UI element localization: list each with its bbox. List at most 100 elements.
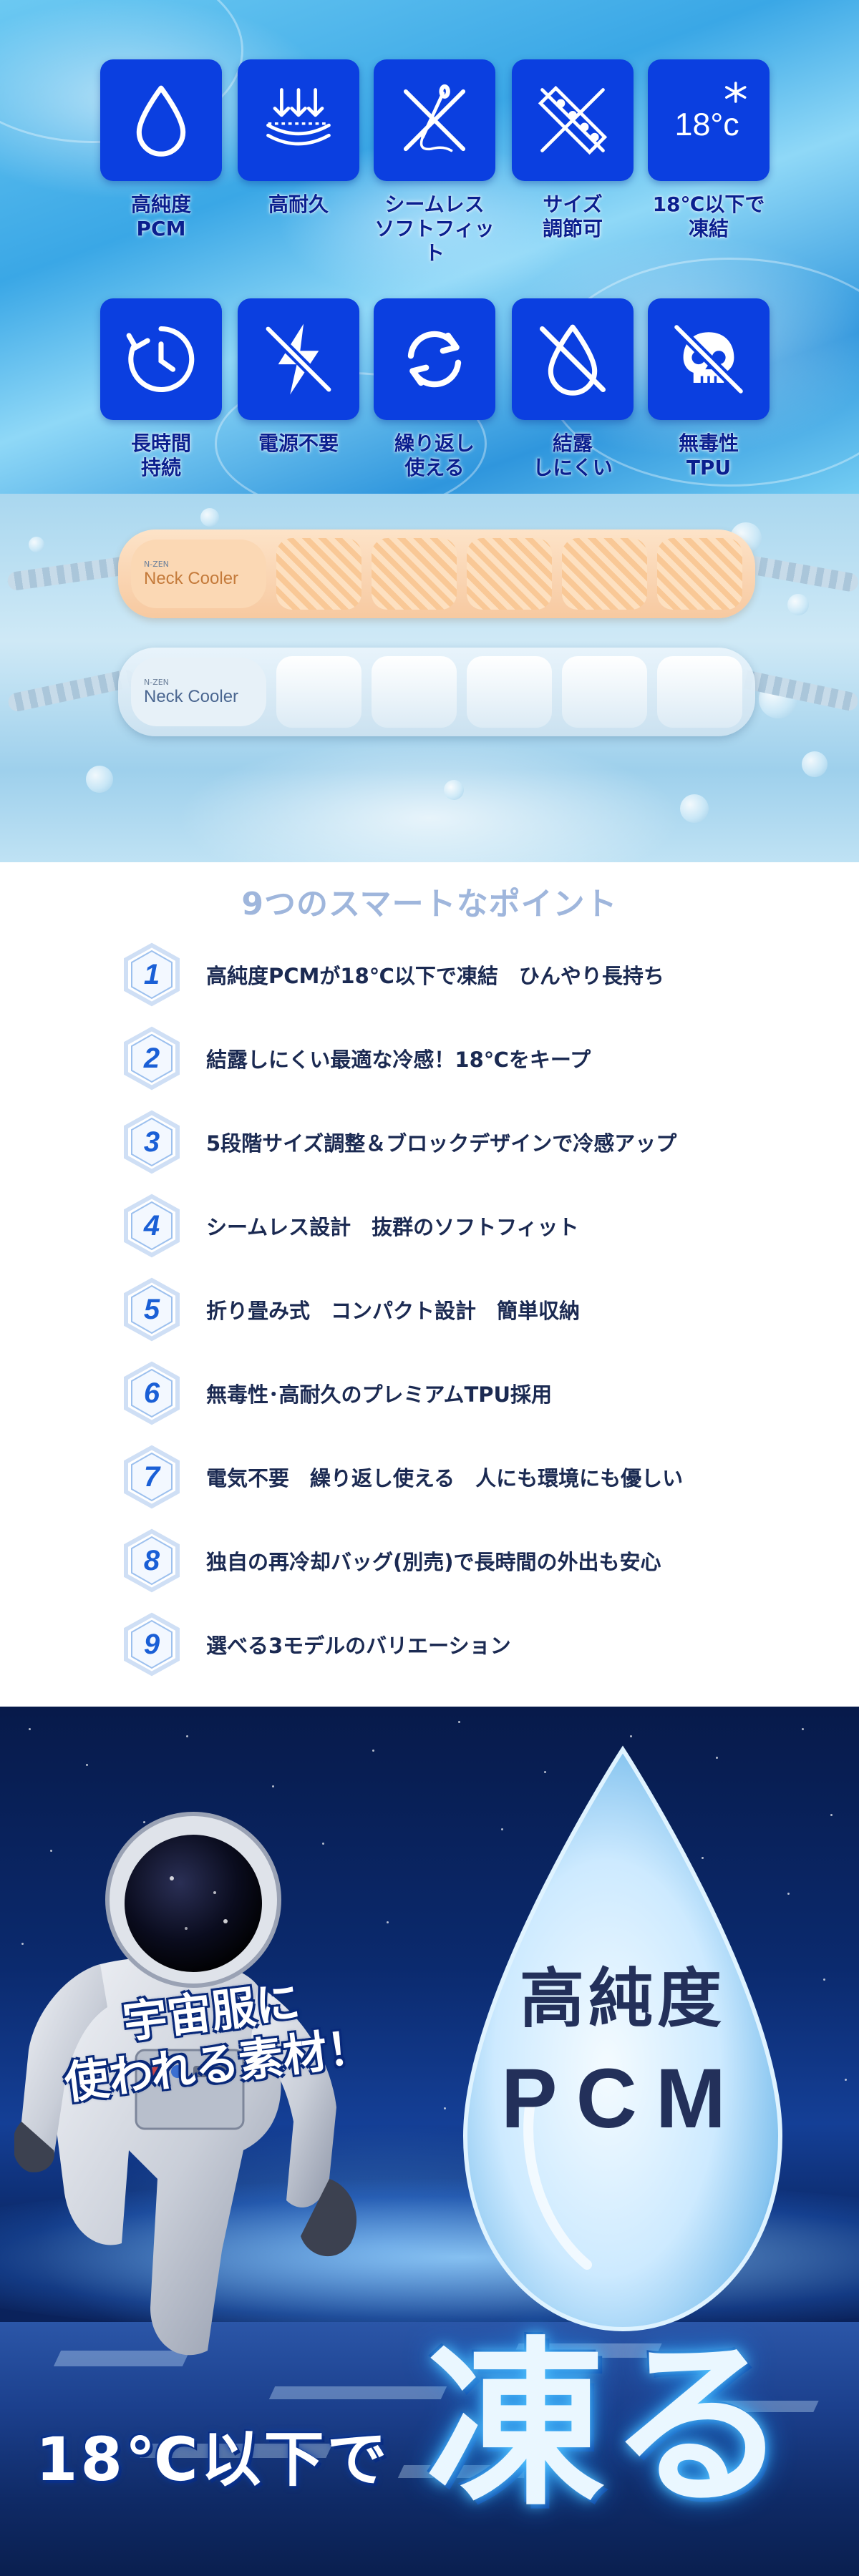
cooler-brand-label: N-ZEN Neck Cooler: [131, 658, 266, 726]
point-text: 5段階サイズ調整＆ブロックデザインで冷感アップ: [206, 1131, 677, 1156]
star: [50, 1850, 52, 1852]
star: [630, 1735, 632, 1737]
point-text: 選べる3モデルのバリエーション: [206, 1634, 511, 1658]
brand-name-text: Neck Cooler: [144, 568, 239, 588]
feature-label: 電源不要: [258, 431, 339, 455]
features-section: 高純度 PCM 高耐久: [0, 0, 859, 494]
point-number: 4: [143, 1210, 160, 1241]
cooler-block: [466, 538, 552, 610]
freeze-temp-text: 18℃以下で: [36, 2424, 390, 2494]
points-title: 9つのスマートなポイント: [241, 886, 618, 922]
feature-tile: 18°c: [648, 59, 770, 181]
cooler-block: [466, 656, 552, 728]
clock-icon: [126, 326, 195, 393]
feature-item: 長時間 持続: [100, 298, 222, 480]
water-drop-graphic: [462, 1745, 783, 2332]
feature-tile: [100, 59, 222, 181]
point-item: 3 5段階サイズ調整＆ブロックデザインで冷感アップ: [123, 1110, 676, 1174]
star: [143, 1821, 145, 1823]
astronaut-illustration: [14, 1812, 357, 2356]
skull-crossed-icon: [673, 323, 744, 395]
hex-number-badge: 6: [123, 1361, 180, 1425]
star: [802, 1728, 804, 1730]
star: [845, 2079, 847, 2081]
star: [544, 1771, 546, 1773]
star: [322, 1843, 324, 1845]
point-number: 2: [143, 1043, 160, 1074]
ice-bubble: [444, 780, 464, 800]
star: [823, 1979, 825, 1981]
feature-label: サイズ 調節可: [542, 192, 603, 240]
no-condensation-icon: [539, 324, 606, 396]
feature-tile: [100, 298, 222, 420]
star: [830, 1814, 833, 1816]
ice-bubble: [200, 508, 219, 527]
hex-number-badge: 2: [123, 1026, 180, 1091]
hex-number-badge: 5: [123, 1277, 180, 1342]
feature-label: 繰り返し 使える: [394, 431, 475, 479]
ice-bubble: [29, 537, 44, 552]
freeze-18c-icon: 18°c: [675, 82, 747, 142]
cooler-block: [561, 656, 647, 728]
point-item: 7 電気不要 繰り返し使える 人にも環境にも優しい: [123, 1445, 683, 1509]
drop-text-pcm: PCM: [500, 2051, 745, 2146]
drop-text-high-purity: 高純度: [520, 1961, 726, 2036]
sewing-needle-crossed-icon: [403, 84, 466, 152]
point-number: 7: [143, 1461, 160, 1493]
feature-label: 高純度 PCM: [130, 192, 191, 240]
star: [86, 1764, 88, 1766]
cooler-block: [276, 656, 361, 728]
feature-label: シームレス ソフトフィット: [374, 192, 495, 265]
durability-arrows-icon: [266, 88, 331, 146]
star: [372, 1750, 374, 1752]
point-text: 無毒性･高耐久のプレミアムTPU採用: [206, 1382, 553, 1407]
strap: [6, 668, 137, 713]
point-number: 6: [143, 1377, 160, 1409]
product-photo: N-ZEN Neck Cooler N-ZEN Neck Cooler: [0, 494, 859, 862]
star: [716, 1757, 718, 1759]
brand-name-text: Neck Cooler: [144, 686, 239, 706]
cooler-block: [276, 538, 361, 610]
feature-label: 18℃以下で 凍結: [652, 192, 765, 240]
star: [21, 1943, 24, 1945]
feature-label: 長時間 持続: [130, 431, 191, 479]
feature-label: 結露 しにくい: [533, 431, 613, 479]
feature-item: 高耐久: [238, 59, 359, 217]
star: [29, 1728, 31, 1730]
feature-tile: [374, 59, 495, 181]
freeze-headline: 凍る: [426, 2321, 792, 2529]
no-power-icon: [264, 323, 333, 395]
star: [702, 1857, 704, 1859]
hex-number-badge: 4: [123, 1194, 180, 1258]
neck-cooler-orange: N-ZEN Neck Cooler: [118, 530, 755, 618]
feature-item: サイズ 調節可: [512, 59, 634, 241]
cooler-block: [656, 656, 742, 728]
star: [387, 1921, 389, 1923]
hero-banner: 高純度 PCM 宇宙服に 使われる素材！ 18℃以下で 凍る: [0, 1707, 859, 2576]
strap: [6, 555, 137, 592]
point-number: 8: [143, 1545, 160, 1576]
point-text: 独自の再冷却バッグ(別売)で長時間の外出も安心: [206, 1550, 661, 1574]
reuse-arrows-icon: [407, 331, 462, 388]
cooler-block: [371, 656, 457, 728]
size-adjust-icon: [538, 85, 608, 155]
feature-label: 高耐久: [268, 192, 329, 216]
feature-item: 18°c 18℃以下で 凍結: [648, 59, 770, 241]
feature-tile: [512, 298, 634, 420]
point-text: 電気不要 繰り返し使える 人にも環境にも優しい: [206, 1466, 684, 1491]
ice-bubble: [787, 594, 809, 615]
feature-item: 高純度 PCM: [100, 59, 222, 241]
hex-number-badge: 3: [123, 1110, 180, 1174]
feature-item: 繰り返し 使える: [374, 298, 495, 480]
hex-number-badge: 1: [123, 942, 180, 1007]
star: [272, 1785, 274, 1787]
feature-tile: [648, 298, 770, 420]
star: [444, 2107, 446, 2109]
ice-field: [0, 2322, 859, 2576]
cooler-block: [561, 538, 647, 610]
hex-number-badge: 9: [123, 1612, 180, 1677]
point-number: 3: [143, 1126, 160, 1158]
feature-item: 結露 しにくい: [512, 298, 634, 480]
